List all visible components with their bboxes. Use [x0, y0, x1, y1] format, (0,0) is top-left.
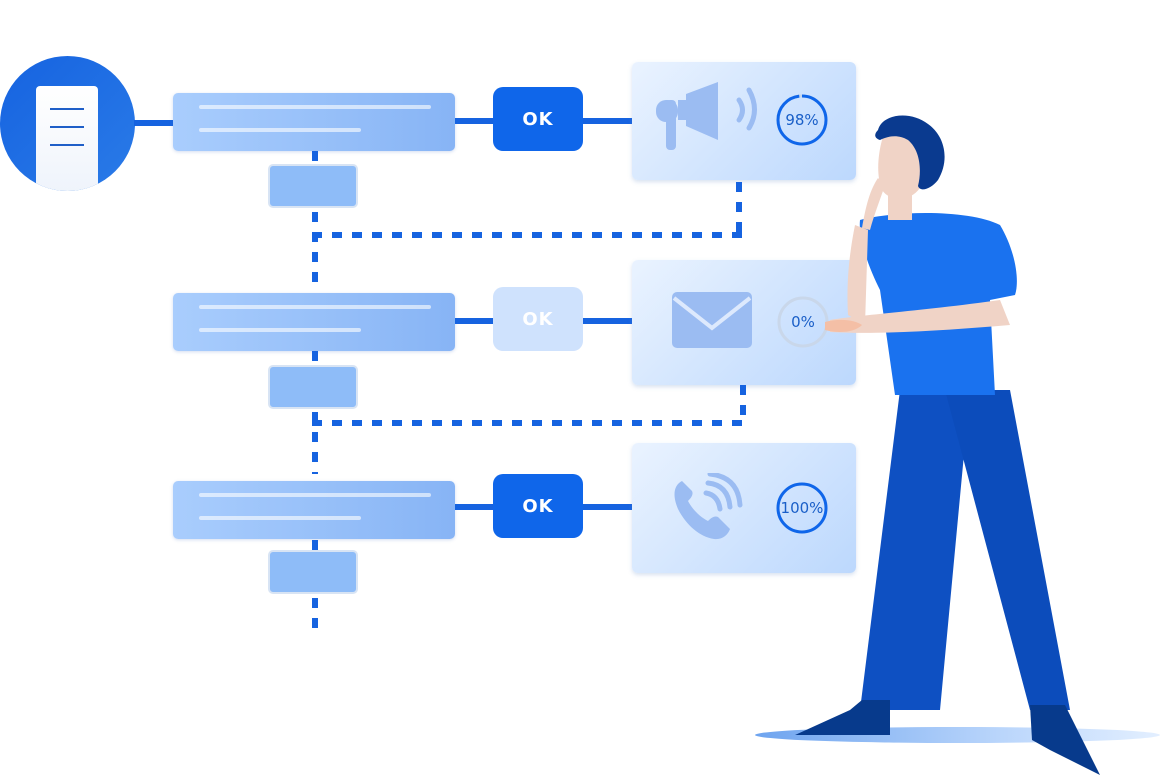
- left-shoe: [795, 700, 890, 735]
- sub-step-box-3: [268, 550, 358, 594]
- sub-step-box-2: [268, 365, 358, 409]
- ok-button-1[interactable]: OK: [493, 87, 583, 151]
- hair: [875, 115, 945, 190]
- hand: [825, 319, 862, 333]
- connector-line: [583, 318, 633, 324]
- ok-button-3[interactable]: OK: [493, 474, 583, 538]
- thinking-person-figure: [795, 115, 1100, 775]
- left-leg: [860, 390, 970, 710]
- channel-card-email: 0%: [632, 260, 856, 385]
- ok-button-2[interactable]: OK: [493, 287, 583, 351]
- connector-line: [134, 120, 174, 126]
- connector-line: [455, 504, 495, 510]
- dotted-connector: [312, 420, 748, 426]
- dotted-connector: [736, 182, 742, 238]
- raised-arm: [862, 178, 885, 230]
- task-text-line: [199, 493, 431, 497]
- crossed-arm: [830, 300, 1010, 333]
- channel-card-phone: 100%: [632, 443, 856, 573]
- dotted-connector: [312, 232, 744, 238]
- channel-card-announcement: 98%: [632, 62, 856, 180]
- document-icon: [36, 86, 98, 191]
- connector-line: [455, 118, 495, 124]
- right-leg: [945, 390, 1070, 710]
- document-line: [50, 126, 84, 128]
- phone-icon: [674, 473, 743, 540]
- progress-percent: 0%: [791, 313, 815, 331]
- dotted-connector: [312, 351, 318, 365]
- connector-line: [583, 504, 633, 510]
- progress-ring-graphic: [776, 94, 828, 146]
- task-bar-2: [173, 293, 455, 351]
- envelope-icon: [672, 292, 752, 348]
- connector-line: [455, 318, 495, 324]
- megaphone-icon: [656, 82, 757, 150]
- dotted-connector: [312, 412, 318, 474]
- dotted-connector: [312, 540, 318, 552]
- dotted-connector: [740, 385, 746, 425]
- left-arm: [847, 225, 868, 325]
- sub-step-box-1: [268, 164, 358, 208]
- task-bar-3: [173, 481, 455, 539]
- dotted-connector: [312, 598, 318, 632]
- connector-line: [583, 118, 633, 124]
- task-text-line: [199, 305, 431, 309]
- task-text-line: [199, 516, 361, 520]
- progress-ring-graphic: [776, 482, 828, 534]
- progress-percent: 100%: [780, 499, 824, 517]
- task-bar-1: [173, 93, 455, 151]
- document-start-node: [0, 56, 135, 191]
- document-line: [50, 144, 84, 146]
- task-text-line: [199, 105, 431, 109]
- task-text-line: [199, 128, 361, 132]
- progress-percent: 98%: [785, 111, 819, 129]
- dotted-connector: [312, 212, 318, 282]
- dotted-connector: [312, 151, 318, 163]
- document-line: [50, 108, 84, 110]
- right-shoe: [1030, 705, 1100, 775]
- progress-ring-1: 98%: [775, 93, 829, 147]
- task-text-line: [199, 328, 361, 332]
- progress-ring-3: 100%: [775, 481, 829, 535]
- shirt: [859, 213, 1017, 395]
